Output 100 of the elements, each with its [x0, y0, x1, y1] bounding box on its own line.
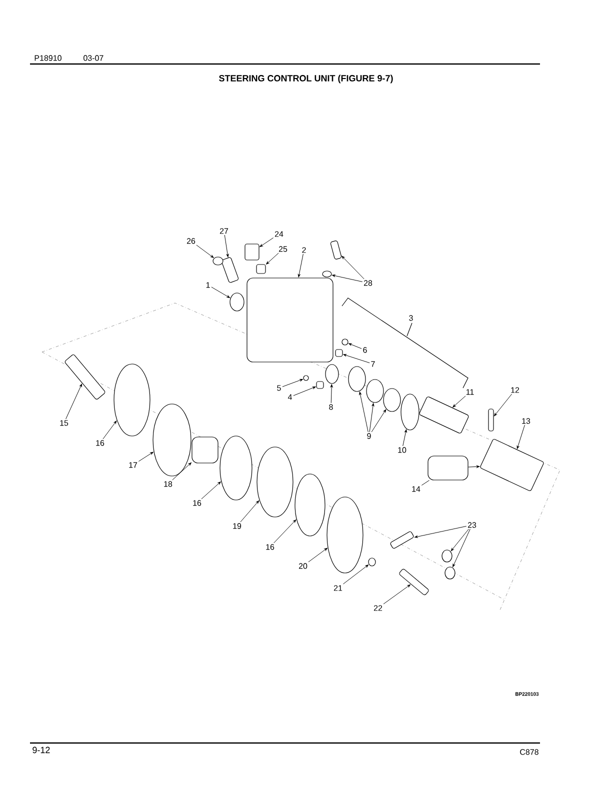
leader-line: [450, 528, 469, 552]
callout-number: 6: [362, 346, 368, 354]
leader-line: [201, 482, 221, 500]
manual-code: C878: [520, 749, 538, 755]
leader-line: [332, 274, 363, 282]
callout-number: 24: [274, 230, 284, 238]
callout-number: 18: [162, 480, 174, 488]
leader-line: [282, 378, 303, 387]
ring: [400, 394, 420, 430]
leader-line: [371, 409, 386, 432]
leader-line: [293, 386, 316, 396]
ring: [325, 364, 339, 384]
leader-line: [452, 396, 466, 408]
cylinder-part: [256, 264, 266, 274]
leader-line: [421, 480, 430, 486]
callout-number: 26: [186, 237, 196, 245]
leader-line: [102, 420, 117, 440]
leader-line: [260, 238, 274, 247]
leader-line: [383, 584, 410, 604]
leader-line: [138, 452, 154, 462]
callout-number: 3: [409, 315, 413, 321]
leader-line: [330, 384, 333, 404]
callout-number: 2: [300, 246, 308, 254]
callout-number: 8: [328, 403, 334, 411]
part-outline: [246, 278, 334, 362]
cylinder-part: [390, 531, 414, 549]
leader-line: [414, 526, 467, 538]
callout-number: 11: [464, 388, 476, 396]
leader-line: [342, 256, 364, 280]
ring: [366, 379, 384, 403]
ring: [348, 366, 366, 392]
ring: [342, 338, 348, 346]
ring: [326, 496, 364, 574]
leader-line: [342, 564, 369, 584]
ring: [383, 388, 401, 412]
callout-number: 17: [128, 461, 138, 469]
callout-number: 7: [370, 360, 376, 368]
leader-line: [172, 462, 192, 480]
leader-line: [211, 286, 230, 298]
callout-number: 19: [232, 522, 242, 530]
part-outline: [428, 456, 468, 480]
arrow: [468, 465, 480, 468]
callout-number: 14: [410, 485, 422, 493]
cylinder-part: [480, 439, 544, 491]
title: STEERING CONTROL UNIT (FIGURE 9-7): [219, 74, 393, 84]
cylinder-part: [64, 354, 106, 400]
ring: [368, 558, 376, 566]
cylinder-part: [221, 257, 239, 283]
callout-number: 16: [94, 439, 106, 447]
ring: [256, 446, 294, 518]
leader-line: [343, 354, 370, 364]
leader-line: [274, 520, 296, 544]
cylinder-part: [488, 408, 494, 432]
document-number: P18910: [34, 55, 62, 61]
callout-number: 21: [332, 584, 344, 592]
cylinder-part: [335, 349, 343, 357]
callout-number: 23: [466, 521, 478, 529]
revision-date: 03-07: [84, 55, 104, 61]
ring: [152, 404, 192, 476]
ring: [442, 550, 452, 562]
leader-line: [369, 403, 374, 432]
cylinder-part: [316, 381, 324, 389]
ring: [230, 292, 244, 312]
cylinder-part: [330, 240, 342, 260]
ring: [303, 375, 309, 381]
leader-line: [66, 384, 82, 420]
callout-number: 13: [520, 417, 532, 425]
callout-number: 4: [286, 393, 294, 401]
callout-number: 27: [218, 227, 230, 235]
cylinder-part: [399, 568, 429, 596]
callout-number: 12: [510, 386, 520, 394]
leader-line: [452, 528, 470, 568]
callout-number: 16: [264, 543, 276, 551]
page-number: 9-12: [32, 746, 50, 754]
leader-line: [224, 234, 229, 258]
ring: [220, 436, 252, 500]
leader-line: [308, 548, 328, 562]
ring: [212, 256, 224, 266]
leader-line: [494, 394, 512, 416]
leader-line: [196, 244, 214, 258]
leader-line: [516, 424, 525, 449]
callout-number: 10: [396, 446, 408, 454]
leader-line: [359, 392, 368, 432]
leader-line: [298, 254, 304, 278]
part-outline: [192, 436, 218, 464]
ring: [294, 474, 326, 536]
callout-number: 22: [372, 604, 384, 612]
callout-number: 15: [58, 419, 70, 427]
callout-number: 5: [276, 384, 282, 392]
leader-line: [266, 252, 279, 264]
leader-line: [402, 429, 407, 446]
callout-number: 25: [278, 245, 288, 253]
callout-number: 28: [362, 279, 374, 287]
ring: [444, 566, 456, 580]
callout-number: 1: [204, 281, 212, 289]
callout-number: 9: [366, 432, 372, 440]
callout-number: 16: [192, 499, 202, 507]
ring: [114, 364, 150, 436]
callout-number: 20: [298, 562, 308, 570]
leader-line: [240, 500, 260, 522]
